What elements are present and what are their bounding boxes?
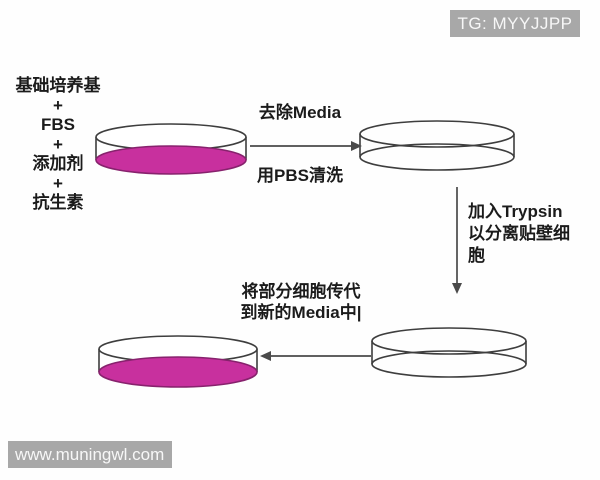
medium-components-list: 基础培养基 + FBS + 添加剂 + 抗生素 bbox=[6, 76, 110, 213]
step-label-remove-media: 去除Media bbox=[258, 103, 342, 122]
plus-sign: + bbox=[53, 95, 63, 115]
dish-bottom bbox=[371, 350, 527, 378]
trypsin-line-2: 以分离贴壁细 bbox=[468, 224, 570, 243]
dish-rim bbox=[371, 327, 527, 355]
petri-dish-with-media-passaged bbox=[98, 335, 258, 388]
step-label-passage: 将部分细胞传代 到新的Media中| bbox=[236, 281, 366, 323]
medium-component-fbs: FBS bbox=[41, 115, 75, 134]
plus-sign: + bbox=[53, 134, 63, 154]
passage-line-1: 将部分细胞传代 bbox=[241, 282, 361, 301]
watermark-url-text: www.muningwl.com bbox=[15, 444, 165, 464]
arrowhead-down-icon bbox=[452, 283, 462, 294]
medium-component-basal: 基础培养基 bbox=[15, 76, 101, 95]
arrow-remove-media-right bbox=[250, 141, 362, 151]
watermark-tag-top-right: TG: MYYJJPP bbox=[450, 10, 580, 37]
medium-component-additive: 添加剂 bbox=[32, 154, 84, 173]
petri-dish-empty-trypsinized bbox=[371, 327, 527, 378]
watermark-tag-text: TG: MYYJJPP bbox=[457, 13, 573, 33]
trypsin-line-3: 胞 bbox=[468, 246, 485, 265]
dish-rim bbox=[359, 120, 515, 148]
step-label-trypsin: 加入Trypsin 以分离贴壁细 胞 bbox=[468, 201, 584, 267]
watermark-bar-bottom-left: www.muningwl.com bbox=[8, 441, 172, 468]
trypsin-line-1: 加入Trypsin bbox=[468, 202, 563, 221]
arrow-add-trypsin-down bbox=[452, 187, 462, 294]
dish-bottom bbox=[359, 143, 515, 171]
medium-component-antibiotic: 抗生素 bbox=[32, 193, 84, 212]
step-label-pbs-wash: 用PBS清洗 bbox=[257, 166, 343, 185]
petri-dish-empty-after-wash bbox=[359, 120, 515, 171]
plus-sign: + bbox=[53, 173, 63, 193]
dish-media-liquid bbox=[98, 356, 258, 388]
arrow-passage-left bbox=[260, 351, 371, 361]
dish-media-liquid bbox=[95, 145, 247, 175]
passage-line-2: 到新的Media中| bbox=[240, 303, 362, 322]
petri-dish-with-media-start bbox=[95, 123, 247, 175]
